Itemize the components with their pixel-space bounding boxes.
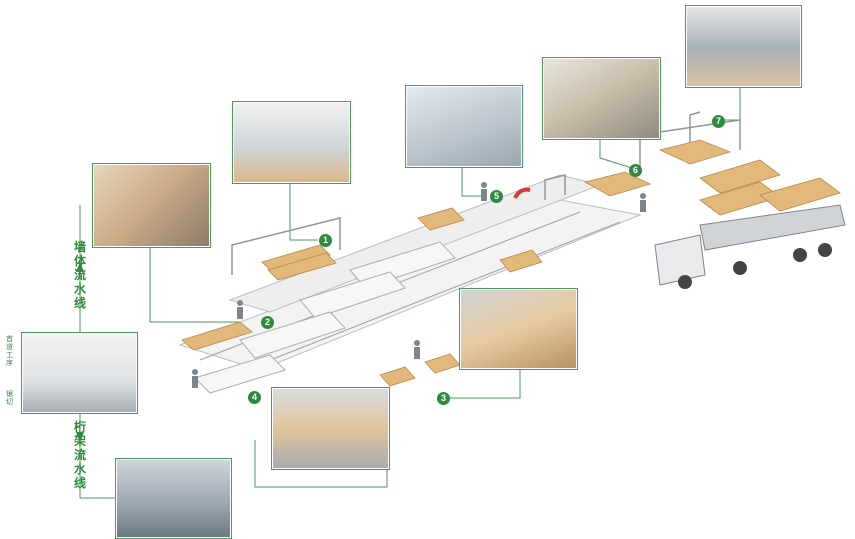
photo-panel-table-6 — [542, 57, 661, 140]
rotate-arrow-icon — [513, 187, 531, 199]
wood-panels — [181, 139, 841, 387]
step-marker-7: 7 — [712, 115, 725, 128]
step-marker-1: 1 — [319, 234, 332, 247]
roller-tables — [194, 241, 456, 394]
worker-figures — [192, 182, 646, 388]
saw-cut-label: 锯切 — [6, 390, 13, 406]
delivery-truck — [654, 204, 846, 289]
photo-gantry-7 — [685, 5, 802, 88]
photo-first-saw-machine — [21, 332, 138, 414]
first-step-label: 首道工序 — [6, 335, 13, 367]
arrow-down-icon — [76, 432, 84, 442]
photo-truss-table-4 — [271, 387, 390, 470]
photo-wood-box-3 — [459, 288, 578, 370]
photo-assembly-station-1 — [232, 101, 351, 184]
arrow-up-icon — [76, 262, 84, 272]
step-marker-4: 4 — [248, 391, 261, 404]
truss-line-label: 桁架流水线 — [73, 420, 86, 490]
callout-connectors — [79, 86, 741, 499]
photo-truss-line-workers — [115, 458, 232, 539]
step-marker-3: 3 — [437, 392, 450, 405]
step-marker-6: 6 — [629, 164, 642, 177]
step-marker-2: 2 — [261, 316, 274, 329]
step-marker-5: 5 — [490, 190, 503, 203]
wall-line-label: 墙体流水线 — [73, 240, 86, 310]
photo-cnc-station-5 — [405, 85, 523, 168]
photo-wall-framing — [92, 163, 211, 248]
gantry-frames — [231, 111, 741, 275]
